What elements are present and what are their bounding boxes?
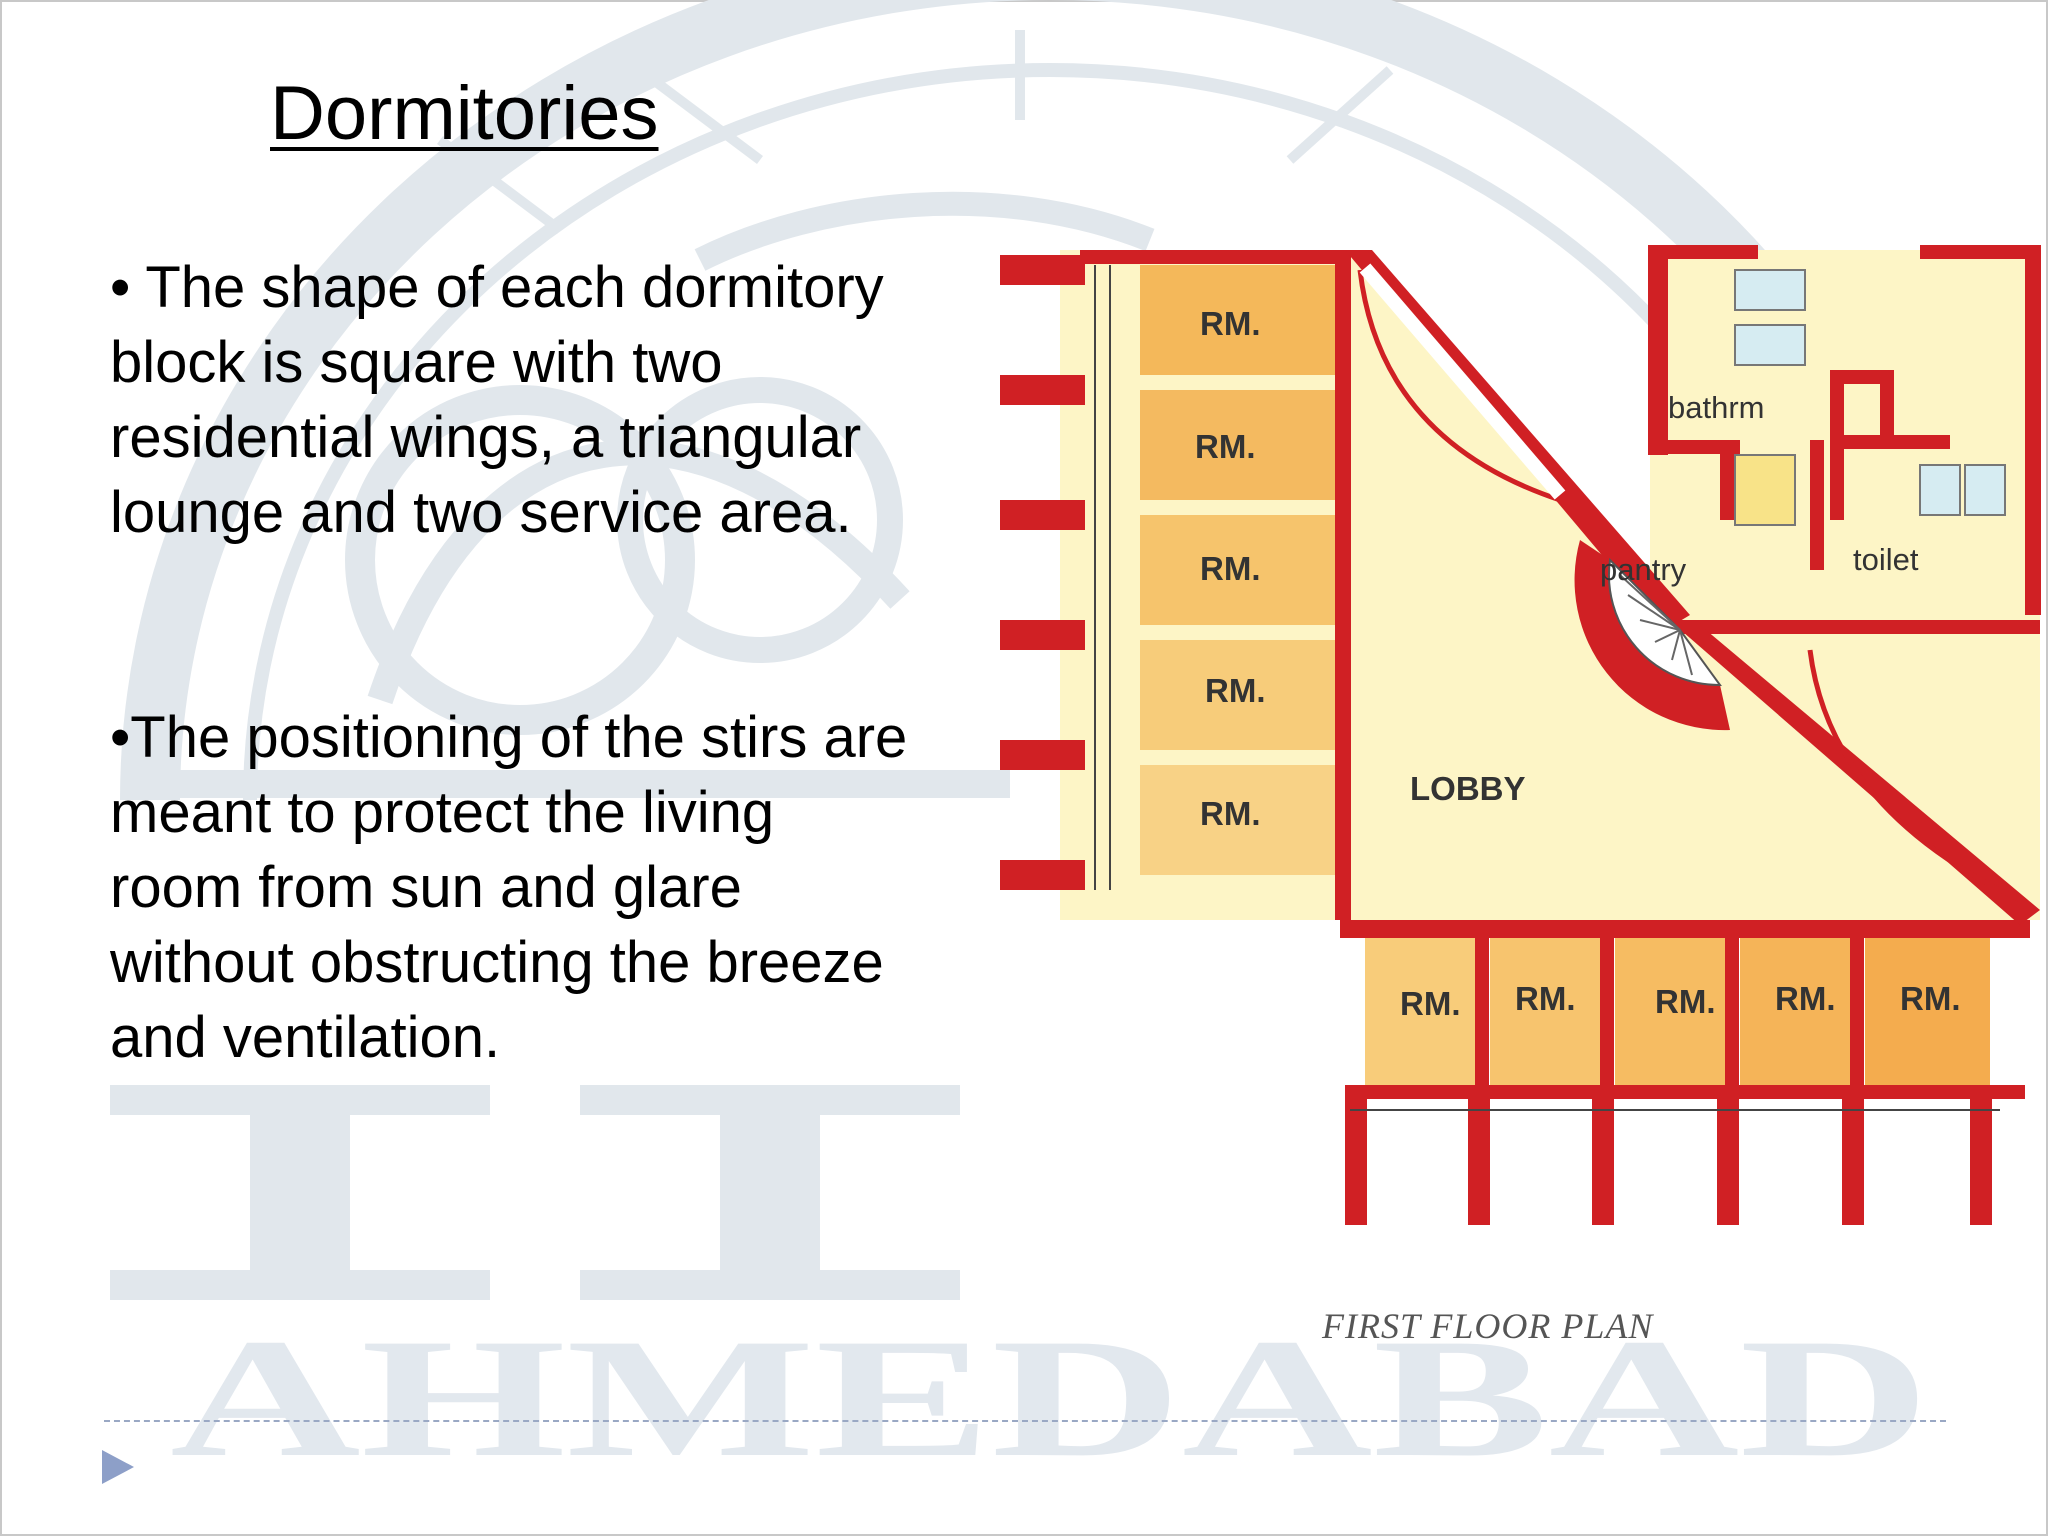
spiral-stair bbox=[1574, 540, 1730, 731]
bullet-1: • The shape of each dormitory block is s… bbox=[110, 255, 884, 545]
room-label: RM. bbox=[1400, 985, 1461, 1022]
room-label: RM. bbox=[1200, 305, 1261, 342]
room-label: RM. bbox=[1900, 980, 1961, 1017]
left-wing-rooms bbox=[1140, 265, 1335, 875]
room-label: RM. bbox=[1200, 550, 1261, 587]
slide-title: Dormitories bbox=[270, 71, 659, 156]
pantry-label: pantry bbox=[1600, 552, 1687, 587]
bathroom-label: bathrm bbox=[1668, 390, 1764, 425]
room-label: RM. bbox=[1655, 983, 1716, 1020]
room-bottom bbox=[1615, 930, 1725, 1090]
room-label: RM. bbox=[1515, 980, 1576, 1017]
floor-plan-caption: FIRST FLOOR PLAN bbox=[1322, 1306, 1654, 1346]
footer-divider bbox=[104, 1420, 1946, 1422]
room-bottom bbox=[1490, 930, 1600, 1090]
room-left bbox=[1140, 265, 1335, 375]
room-bottom bbox=[1865, 930, 1990, 1090]
door-swings bbox=[1357, 263, 2022, 903]
next-slide-arrow-icon[interactable] bbox=[102, 1450, 134, 1484]
room-label: RM. bbox=[1775, 980, 1836, 1017]
window-lines bbox=[1094, 265, 2000, 1111]
room-left bbox=[1140, 765, 1335, 875]
room-left bbox=[1140, 515, 1335, 625]
room-bottom bbox=[1740, 930, 1850, 1090]
toilet-label: toilet bbox=[1853, 542, 1919, 577]
bullet-2: •The positioning of the stirs are meant … bbox=[110, 705, 908, 1070]
room-label: RM. bbox=[1195, 428, 1256, 465]
floor-plan: RM. RM. RM. RM. RM. RM. RM. RM. RM. RM. … bbox=[1000, 245, 2041, 1225]
room-left bbox=[1140, 390, 1335, 500]
lobby-label: LOBBY bbox=[1410, 770, 1526, 807]
room-bottom bbox=[1365, 930, 1475, 1090]
room-label: RM. bbox=[1200, 795, 1261, 832]
watermark-ahmedabad-text: AHMEDABAD bbox=[170, 1304, 1930, 1492]
room-label: RM. bbox=[1205, 672, 1266, 709]
bottom-wing-rooms bbox=[1365, 930, 1990, 1090]
room-left bbox=[1140, 640, 1335, 750]
service-fixtures bbox=[1734, 269, 2006, 526]
